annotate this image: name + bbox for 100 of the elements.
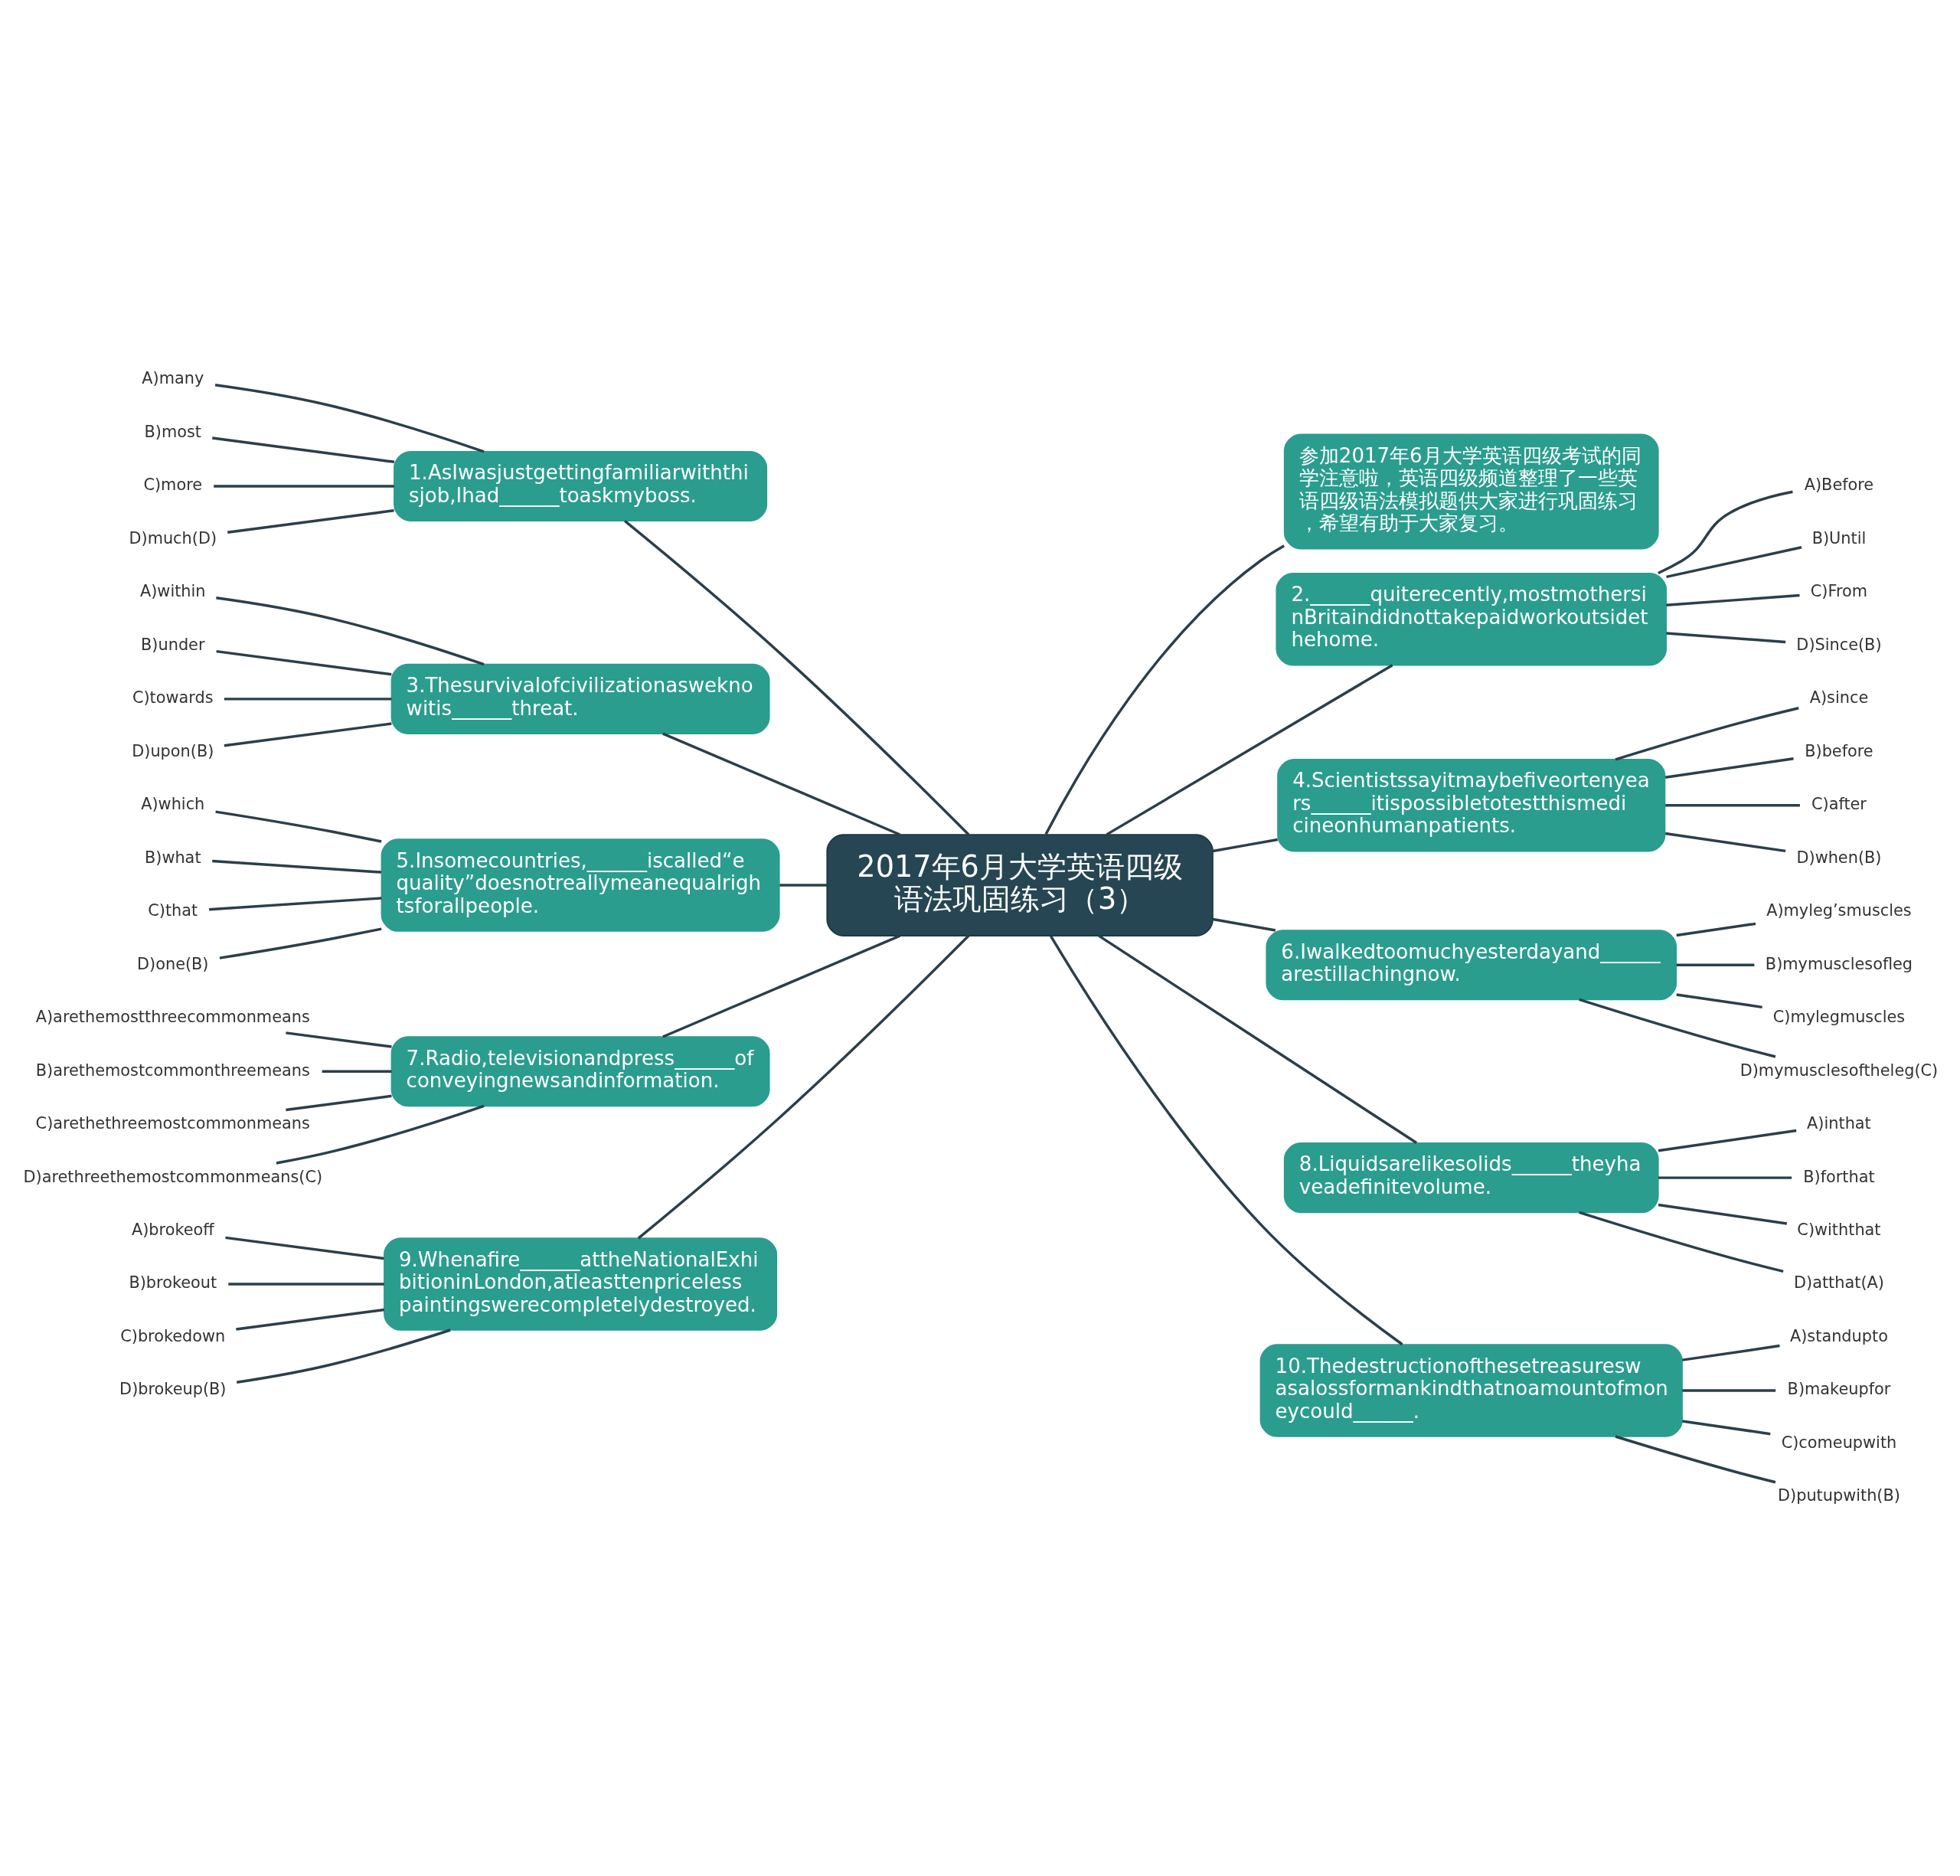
- node-text: B)what: [144, 848, 201, 867]
- node-text: C)From: [1810, 581, 1868, 600]
- connector: [276, 1104, 485, 1165]
- node-text: C)after: [1811, 794, 1867, 813]
- connector: [662, 731, 901, 836]
- node-text: A)since: [1809, 688, 1869, 707]
- connector: [1212, 838, 1278, 852]
- connector: [216, 649, 392, 675]
- node-text: B)makeupfor: [1787, 1379, 1891, 1398]
- connector: [1658, 1203, 1788, 1225]
- node-text: D)when(B): [1796, 848, 1882, 867]
- node-text: A)standupto: [1790, 1326, 1888, 1345]
- node-text: D)much(D): [129, 528, 217, 547]
- node-text: A)arethemostthreecommonmeans: [35, 1007, 310, 1026]
- connector: [1658, 1175, 1792, 1179]
- connector: [1666, 593, 1800, 606]
- node-text: B)under: [141, 635, 205, 654]
- connector: [224, 721, 392, 747]
- connector: [1682, 1388, 1776, 1392]
- node-box: 5.Insomecountries,______iscalled“equality”doesnotreallymeanequalrightsforallpeople.: [381, 838, 780, 932]
- node-box: 8.Liquidsarelikesolids______theyhaveadefinitevolume.: [1283, 1142, 1659, 1213]
- node-text: B)arethemostcommonthreemeans: [35, 1061, 310, 1080]
- node-box: 2017年6月大学英语四级语法巩固练习（3）: [826, 833, 1214, 936]
- node-text: D)one(B): [137, 954, 209, 973]
- node-box: 7.Radio,televisionandpress______ofconveyingnewsandinformation.: [390, 1035, 770, 1106]
- node-text: A)inthat: [1807, 1113, 1871, 1132]
- node-text: C)withthat: [1797, 1220, 1881, 1239]
- node-text: D)mymusclesoftheleg(C): [1740, 1061, 1939, 1080]
- node-box: 参加2017年6月大学英语四级考试的同学注意啦，英语四级频道整理了一些英语四级语法模拟题供大家进行巩固练习，希望有助于大家复习。: [1283, 433, 1659, 549]
- connector: [214, 484, 394, 488]
- connector: [1579, 998, 1776, 1058]
- connector: [779, 883, 827, 887]
- connector: [1044, 544, 1285, 835]
- node-text: D)Since(B): [1796, 635, 1882, 654]
- connector: [624, 519, 970, 835]
- node-box: 1.AsIwasjustgettingfamiliarwiththisjob,Ihad______toaskmyboss.: [394, 450, 768, 521]
- connector: [286, 1094, 392, 1111]
- connector: [224, 697, 392, 701]
- connector: [1665, 803, 1800, 807]
- connector: [1676, 922, 1756, 936]
- node-text: D)putupwith(B): [1778, 1485, 1900, 1505]
- connector: [212, 859, 382, 874]
- node-text: C)arethethreemostcommonmeans: [35, 1113, 310, 1132]
- connector: [228, 1282, 384, 1286]
- connector: [214, 383, 485, 453]
- node-text: D)brokeup(B): [119, 1379, 227, 1398]
- node-box: 2.______quiterecently,mostmothersinBritaindidnottakepaidworkoutsidethehome.: [1276, 572, 1668, 665]
- connector: [1050, 935, 1403, 1345]
- node-text: D)atthat(A): [1794, 1273, 1884, 1292]
- node-text: C)brokedown: [120, 1326, 226, 1345]
- connector: [236, 1308, 385, 1331]
- connector: [1106, 663, 1393, 835]
- node-box: 9.Whenafire______attheNationalExhibitioninLondon,atleasttenpricelesspaintingswerecompletelydestroyed.: [384, 1237, 778, 1331]
- node-text: A)which: [141, 794, 205, 813]
- connector: [219, 927, 382, 959]
- connector: [216, 596, 485, 665]
- node-text: A)brokeoff: [131, 1220, 214, 1239]
- connector: [1098, 934, 1418, 1144]
- node-text: C)towards: [132, 688, 214, 707]
- node-text: C)mylegmuscles: [1772, 1007, 1906, 1026]
- connector: [1676, 963, 1755, 966]
- connector: [227, 508, 394, 534]
- connector: [662, 933, 901, 1038]
- connector: [322, 1069, 392, 1073]
- connector: [1579, 1211, 1784, 1273]
- node-box: 4.Scientistssayitmaybefiveortenyears______itispossibletotestthismedicineonhumanpatients.: [1277, 758, 1666, 852]
- node-text: B)brokeout: [129, 1273, 217, 1292]
- node-box: 6.Iwalkedtoomuchyesterdayand______arestillachingnow.: [1266, 929, 1677, 1000]
- node-text: D)arethreethemostcommonmeans(C): [23, 1167, 323, 1185]
- node-text: B)before: [1805, 741, 1873, 760]
- connector: [1664, 757, 1794, 779]
- connector: [286, 1031, 392, 1048]
- connector: [1212, 917, 1276, 932]
- connector: [1676, 992, 1762, 1008]
- connector: [1658, 1129, 1797, 1152]
- connector: [1658, 489, 1793, 574]
- connector: [1666, 545, 1802, 578]
- connector: [215, 809, 382, 843]
- node-text: A)within: [139, 581, 206, 600]
- node-text: B)forthat: [1803, 1167, 1875, 1185]
- node-text: A)many: [142, 368, 204, 387]
- node-text: B)most: [144, 422, 202, 441]
- connector: [1615, 706, 1799, 760]
- node-text: B)Until: [1811, 528, 1867, 547]
- connector: [1682, 1419, 1771, 1435]
- node-text: D)upon(B): [132, 741, 214, 760]
- node-text: A)myleg’smuscles: [1766, 900, 1912, 920]
- node-text: C)more: [143, 475, 203, 494]
- node-text: C)that: [148, 900, 198, 920]
- connector: [212, 436, 395, 463]
- node-box: 10.Thedestructionofthesetreasureswasalossformankindthatnoamountofmoneycould______.: [1259, 1343, 1683, 1437]
- connector: [1666, 631, 1786, 643]
- node-text: C)comeupwith: [1781, 1433, 1897, 1452]
- node-box: 3.Thesurvivalofcivilizationasweknowitis______threat.: [390, 663, 770, 734]
- connector: [208, 896, 382, 910]
- connector: [1682, 1344, 1780, 1361]
- connector: [637, 934, 970, 1239]
- connector: [1615, 1434, 1776, 1483]
- node-text: B)mymusclesofleg: [1765, 954, 1913, 973]
- connector: [225, 1236, 384, 1260]
